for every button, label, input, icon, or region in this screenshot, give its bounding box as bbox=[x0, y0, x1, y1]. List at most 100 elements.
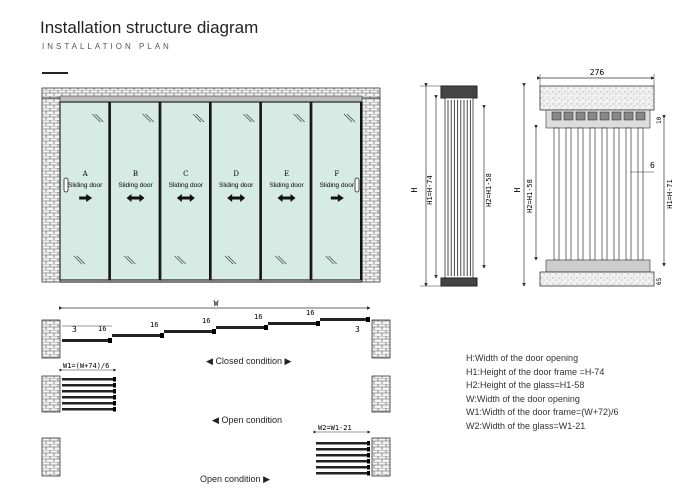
open-stack-right bbox=[316, 441, 370, 476]
open-left-arrow-icon: ◀ bbox=[212, 415, 219, 425]
open-right-arrow-icon: ▶ bbox=[263, 474, 270, 484]
open-condition-right-caption: Open condition ▶ bbox=[200, 474, 270, 485]
section-roller bbox=[635, 111, 646, 121]
side-h-label: H bbox=[410, 187, 419, 192]
stacked-panel bbox=[62, 402, 116, 405]
plan-step-label: 16 bbox=[98, 325, 106, 333]
section-top-beam bbox=[539, 85, 655, 111]
section-floor bbox=[539, 271, 655, 287]
section-roller bbox=[599, 111, 610, 121]
plan-panel-segment bbox=[112, 334, 164, 337]
section-h1-label: H1=H-71 bbox=[666, 179, 674, 209]
section-dim-6: 6 bbox=[650, 161, 655, 170]
glass-reflection-mark bbox=[243, 113, 252, 123]
section-panel-bar bbox=[553, 127, 560, 261]
stacked-panel bbox=[62, 378, 116, 381]
stacked-panel bbox=[62, 408, 116, 411]
double-arrow-icon bbox=[227, 194, 246, 202]
stacked-panel bbox=[62, 396, 116, 399]
stacked-panel bbox=[316, 460, 370, 463]
panel-letter: A bbox=[82, 170, 89, 178]
side-stack-lines bbox=[447, 100, 471, 276]
panel-letter: E bbox=[284, 170, 289, 178]
double-arrow-icon bbox=[176, 194, 195, 202]
glass-reflection-mark bbox=[325, 255, 334, 265]
w1-label: W1=(W+74)/6 bbox=[63, 362, 109, 370]
section-panel-bar bbox=[625, 127, 632, 261]
note-w1: W1:Width of the door frame=(W+72)/6 bbox=[466, 407, 619, 417]
plan-step-label: 16 bbox=[306, 309, 314, 317]
plan-right-brick bbox=[371, 319, 391, 359]
left-brick-wall bbox=[41, 97, 61, 283]
plan-panel-segment bbox=[62, 339, 112, 342]
section-dim-65: 65 bbox=[656, 277, 663, 285]
plan-panel-segment bbox=[320, 318, 370, 321]
open-left-brick-b bbox=[41, 437, 61, 477]
right-handle bbox=[354, 177, 360, 193]
plan-offset-right: 3 bbox=[355, 325, 360, 334]
open-stack-left bbox=[62, 377, 116, 412]
section-panel-bar bbox=[601, 127, 608, 261]
plan-offset-left: 3 bbox=[72, 325, 77, 334]
glass-reflection-mark bbox=[192, 113, 202, 123]
stacked-panel bbox=[62, 390, 116, 393]
section-roller bbox=[623, 111, 634, 121]
plan-left-brick bbox=[41, 319, 61, 359]
right-arrow-icon bbox=[330, 194, 344, 202]
plan-panel-segment bbox=[268, 322, 320, 325]
glass-reflection-mark bbox=[92, 113, 101, 123]
stacked-panel bbox=[316, 448, 370, 451]
double-arrow-icon bbox=[277, 194, 296, 202]
stacked-panel bbox=[62, 384, 116, 387]
glass-reflection-mark bbox=[275, 255, 284, 265]
panel-label: Sliding door bbox=[68, 182, 103, 189]
section-panel-bar bbox=[565, 127, 572, 261]
section-roller bbox=[551, 111, 562, 121]
side-top-track bbox=[440, 85, 478, 99]
section-panel-bar bbox=[589, 127, 596, 261]
panel-label: Sliding door bbox=[219, 182, 254, 189]
section-bars bbox=[551, 111, 646, 261]
section-dim-10: 10 bbox=[656, 116, 663, 124]
section-panel-bar bbox=[637, 127, 644, 261]
notes-list: H:Width of the door opening H1:Height of… bbox=[466, 352, 619, 433]
plan-step-label: 16 bbox=[202, 317, 210, 325]
open-right-brick-b bbox=[371, 437, 391, 477]
right-brick-wall bbox=[361, 97, 381, 283]
section-roller bbox=[575, 111, 586, 121]
door-panel: C Sliding door bbox=[160, 101, 212, 281]
plan-panel-segment bbox=[164, 330, 216, 333]
panel-label: Sliding door bbox=[169, 182, 204, 189]
section-roller bbox=[587, 111, 598, 121]
note-h1: H1:Height of the door frame =H-74 bbox=[466, 366, 605, 377]
section-panel-bar bbox=[577, 127, 584, 261]
panel-label: Sliding door bbox=[320, 182, 355, 189]
panel-letter: C bbox=[183, 170, 188, 178]
panel-label: Sliding door bbox=[118, 182, 153, 189]
door-panel: F Sliding door bbox=[311, 101, 363, 281]
open-left-brick-a bbox=[41, 375, 61, 413]
section-h2-label: H2=H1-58 bbox=[526, 179, 534, 213]
section-roller bbox=[611, 111, 622, 121]
stacked-panel bbox=[316, 472, 370, 475]
glass-reflection-mark bbox=[174, 255, 183, 265]
w2-label: W2=W1-21 bbox=[318, 424, 352, 432]
section-h-label: H bbox=[513, 187, 522, 192]
open-condition-left-label: Open condition bbox=[221, 415, 282, 425]
section-view: 276 H H2=H1-58 H1=H-71 6 10 65 bbox=[513, 68, 674, 287]
plan-w-label: W bbox=[214, 299, 219, 308]
section-top-rollers bbox=[545, 109, 651, 129]
closed-right-arrow-icon: ▶ bbox=[284, 356, 292, 366]
section-width-label: 276 bbox=[590, 68, 605, 77]
plan-step-label: 16 bbox=[254, 313, 262, 321]
glass-reflection-mark bbox=[142, 113, 151, 123]
panel-letter: F bbox=[334, 170, 339, 178]
panel-letter: B bbox=[133, 170, 138, 178]
side-view: H H1=H-74 H2=H1-58 bbox=[410, 83, 493, 287]
section-bottom-track bbox=[545, 259, 651, 273]
